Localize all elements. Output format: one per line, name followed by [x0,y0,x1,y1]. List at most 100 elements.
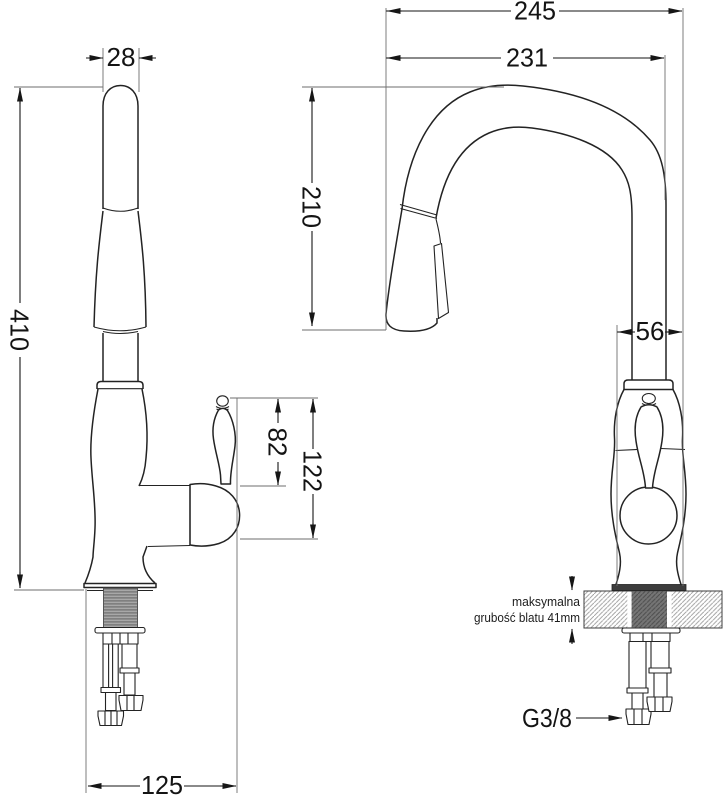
hose-nut-facets [633,709,643,725]
dim-reach-total-label: 245 [514,0,556,26]
stud-rod [112,643,119,689]
hose-tube [650,640,670,669]
handle-finial-front [641,392,656,405]
dim-spout-width: 28 [86,42,156,72]
valve-housing [139,482,241,548]
stud-lower-rod [104,691,117,712]
hose-tube [121,643,138,669]
dim-outlet-height: 122 [298,398,328,539]
handle-teardrop-front [634,404,664,489]
spray-head-neck-right [435,218,442,244]
column-joint-line [102,207,139,212]
dim-base-width-label: 56 [636,316,665,346]
handle-finial [216,395,229,407]
hose-end-nut [118,694,144,712]
right-view-front-elevation [385,84,723,726]
base-rim [83,582,157,589]
supply-hose-front-a [625,640,652,726]
body-right-edge-upper [138,388,148,487]
slab-hole-gap [667,591,672,628]
riser-flare [96,380,144,389]
dim-height-total-label: 410 [5,309,35,351]
spray-head-body [385,208,438,332]
hose-lower-tube [631,692,644,710]
hose-joint-band [626,687,649,694]
dim-base-width: 56 [617,316,683,346]
taper-bottom-curve2 [102,330,139,335]
spray-head-joint-line [399,203,438,220]
riser-pipe [102,333,139,381]
extension-lines [14,8,684,793]
dim-base-depth: 125 [87,770,237,800]
hose-lower-tube [653,672,668,698]
thread-callout-label: G3/8 [522,703,572,733]
mounting-thread [103,587,138,628]
stud-nut-facets [104,711,118,726]
mounting-hardware-right [621,627,681,726]
supply-hose-front-b [646,640,673,713]
hose-end-nut [646,696,673,713]
mounting-flange [94,626,146,634]
spray-head-clip [433,242,450,320]
body-joint-lines [615,447,686,452]
mounting-studs [97,643,125,727]
column-taper-right [137,210,147,328]
mounting-hardware-left [94,587,146,727]
hose-joint-band [119,667,140,674]
body-right-edge-lower [142,545,156,584]
hose-end-nut [625,708,652,726]
hose-tube [628,640,647,689]
body-left-edge [84,388,99,584]
mounting-flange-front [621,627,681,634]
mounting-nut-front [629,632,671,643]
hose-joint-band [648,667,672,674]
stud-joint-band [100,686,122,694]
housing-bottom-edge [147,544,191,548]
body-front-left-edge [610,389,625,585]
faucet-body-side [83,388,157,592]
dim-handle-height: 82 [263,398,293,486]
spray-column [93,84,147,390]
dim-spout-width-label: 28 [107,42,136,72]
column-dome [102,84,139,209]
dim-arc-height-label: 210 [297,186,327,228]
countertop-note: maksymalna grubość blatu 41mm [474,576,581,644]
dim-reach-total: 245 [386,0,683,26]
dim-arc-height: 210 [297,87,327,327]
thread-through-slab [631,591,667,628]
countertop-note-line2: grubość blatu 41mm [474,610,580,625]
dim-reach-spout: 231 [386,43,665,73]
hose-nut-facets [654,697,664,712]
dim-reach-spout-label: 231 [506,43,548,73]
mounting-nut-facets-front [642,633,653,642]
left-view-side-elevation [83,84,241,727]
dim-outlet-height-label: 122 [298,450,328,492]
body-shoulder-cap [623,379,674,391]
dim-height-total: 410 [5,87,35,589]
base-rim-front [611,584,687,591]
dim-handle-height-label: 82 [263,428,293,457]
gooseneck-spout [385,84,667,380]
faucet-body-front [610,379,687,591]
hose-nut-facets [126,695,135,711]
stud-rod [102,643,110,689]
nut-block-facets [111,633,129,644]
slab-hole-gap [627,591,632,628]
arc-inner-edge [435,126,633,380]
dimensions: 28 410 82 122 [5,0,683,800]
handle-boss-circle [619,486,678,545]
handle-lever-front [634,392,664,489]
body-front-right-edge [672,389,687,585]
column-taper-left [93,210,104,328]
hose-lower-tube [123,672,136,696]
housing-end-cap [189,482,241,547]
dim-base-depth-label: 125 [141,770,183,800]
arc-outer-edge [401,84,667,380]
spray-head [385,208,450,332]
supply-hose-left-view [118,643,144,712]
handle-teardrop [212,407,237,485]
countertop-slab [583,590,723,629]
thread-callout: G3/8 [522,703,623,733]
